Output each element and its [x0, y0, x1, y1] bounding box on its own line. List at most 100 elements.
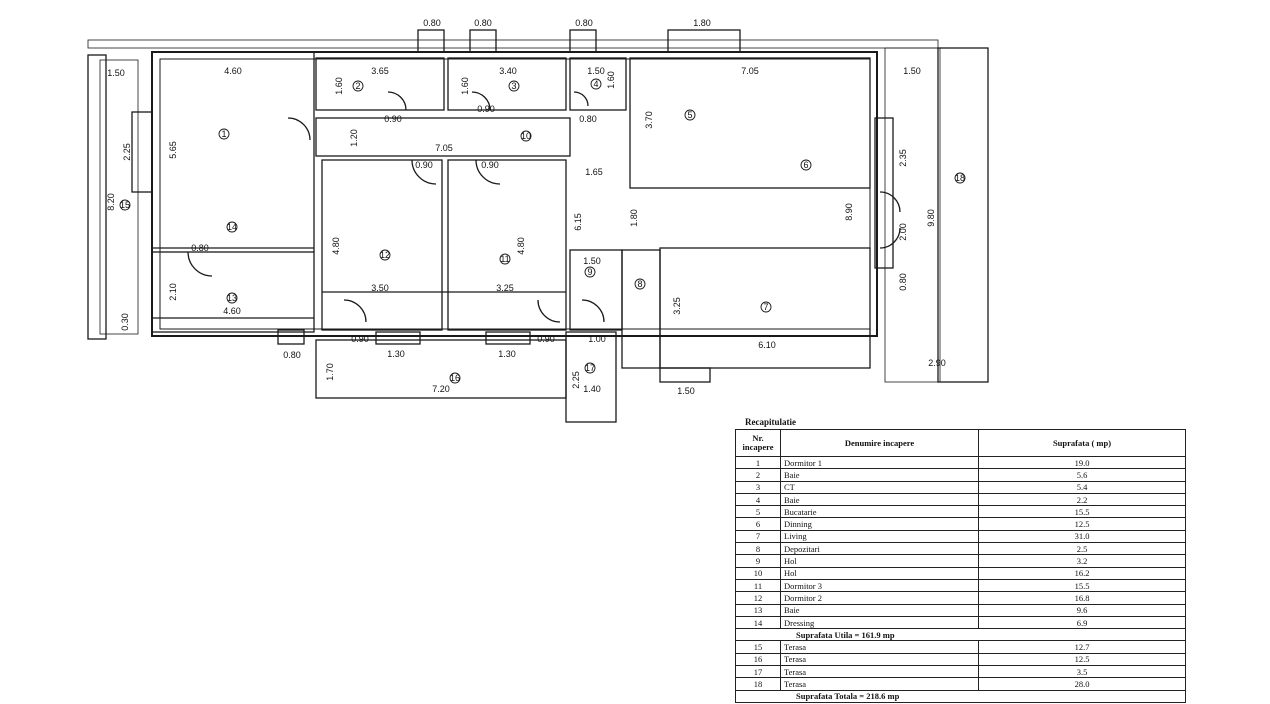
dimension-label: 3.70: [644, 111, 654, 129]
cell-nr: 1: [735, 455, 781, 470]
room-marker: 9: [587, 267, 592, 277]
util-total-row-text: Suprafata Utila = 161.9 mp: [735, 628, 1186, 642]
cell-name: Terasa: [780, 640, 979, 654]
cell-area: 16.8: [978, 591, 1186, 605]
cell-nr: 5: [735, 505, 781, 519]
room-marker: 15: [120, 200, 130, 210]
dimension-label: 6.10: [758, 340, 776, 350]
dimension-label: 3.25: [496, 283, 514, 293]
dimension-label: 1.60: [334, 77, 344, 95]
dimension-label: 1.60: [606, 71, 616, 89]
cell-name: Baie: [780, 492, 979, 507]
dimension-label: 1.40: [583, 384, 601, 394]
cell-area: 6.9: [978, 615, 1186, 630]
cell-name: Living: [780, 529, 979, 544]
dimension-label: 6.15: [573, 213, 583, 231]
cell-nr: 6: [735, 517, 781, 531]
cell-name: Baie: [780, 468, 979, 482]
dimension-label: 1.50: [903, 66, 921, 76]
room-marker: 16: [450, 373, 460, 383]
dimension-label: 1.70: [325, 363, 335, 381]
cell-nr: 10: [735, 566, 781, 580]
cell-area: 12.7: [978, 640, 1186, 654]
room-marker: 3: [511, 81, 516, 91]
dimension-label: 1.60: [460, 77, 470, 95]
dimension-label: 2.90: [928, 358, 946, 368]
dimension-label: 2.10: [168, 283, 178, 301]
recap-table: Nr. incapere Denumire incapere Suprafata…: [735, 429, 1186, 703]
dimension-label: 0.80: [898, 273, 908, 291]
cell-area: 12.5: [978, 652, 1186, 667]
cell-area: 12.5: [978, 517, 1186, 531]
dimension-label: 0.30: [120, 313, 130, 331]
cell-name: Dormitor 1: [780, 455, 979, 470]
cell-nr: 14: [735, 615, 781, 630]
header-area: Suprafata ( mp): [978, 429, 1186, 457]
dimension-label: 0.80: [191, 243, 209, 253]
dimension-label: 2.35: [898, 149, 908, 167]
cell-nr: 13: [735, 603, 781, 617]
cell-nr: 4: [735, 492, 781, 507]
dimension-label: 1.00: [588, 334, 606, 344]
cell-nr: 16: [735, 652, 781, 667]
dimension-label: 0.80: [423, 18, 441, 28]
dimension-label: 0.90: [415, 160, 433, 170]
cell-area: 28.0: [978, 677, 1186, 691]
dimension-label: 7.20: [432, 384, 450, 394]
grand-total-row: Suprafata Totala = 218.6 mp: [735, 689, 1186, 703]
room-marker: 5: [687, 110, 692, 120]
cell-name: Hol: [780, 566, 979, 580]
dimension-label: 4.80: [331, 237, 341, 255]
cell-area: 3.2: [978, 554, 1186, 568]
dimension-label: 0.90: [481, 160, 499, 170]
dimension-label: 4.60: [224, 66, 242, 76]
dimension-label: 8.90: [844, 203, 854, 221]
header-nr: Nr. incapere: [735, 429, 781, 457]
cell-nr: 3: [735, 480, 781, 494]
util-total-row: Suprafata Utila = 161.9 mp: [735, 628, 1186, 642]
dimension-label: 0.80: [575, 18, 593, 28]
cell-area: 9.6: [978, 603, 1186, 617]
cell-area: 2.5: [978, 542, 1186, 556]
room-marker: 6: [803, 160, 808, 170]
dimension-label: 2.00: [898, 223, 908, 241]
dimension-label: 3.50: [371, 283, 389, 293]
cell-name: Terasa: [780, 652, 979, 667]
cell-name: Dormitor 2: [780, 591, 979, 605]
dimension-label: 9.80: [926, 209, 936, 227]
cell-name: Dressing: [780, 615, 979, 630]
dimension-label: 1.65: [585, 167, 603, 177]
dimension-label: 0.90: [477, 104, 495, 114]
dimension-label: 0.90: [384, 114, 402, 124]
dimension-label: 3.40: [499, 66, 517, 76]
cell-nr: 18: [735, 677, 781, 691]
dimension-label: 0.80: [579, 114, 597, 124]
room-marker: 10: [521, 131, 531, 141]
room-marker: 7: [763, 302, 768, 312]
dimension-label: 7.05: [741, 66, 759, 76]
dimension-label: 0.80: [283, 350, 301, 360]
cell-area: 15.5: [978, 578, 1186, 593]
room-marker: 18: [955, 173, 965, 183]
cell-name: CT: [780, 480, 979, 494]
cell-nr: 2: [735, 468, 781, 482]
dimension-label: 1.50: [677, 386, 695, 396]
cell-area: 5.6: [978, 468, 1186, 482]
cell-name: Terasa: [780, 677, 979, 691]
cell-nr: 17: [735, 665, 781, 679]
cell-area: 15.5: [978, 505, 1186, 519]
dimension-label: 3.25: [672, 297, 682, 315]
dimension-label: 8.20: [106, 193, 116, 211]
